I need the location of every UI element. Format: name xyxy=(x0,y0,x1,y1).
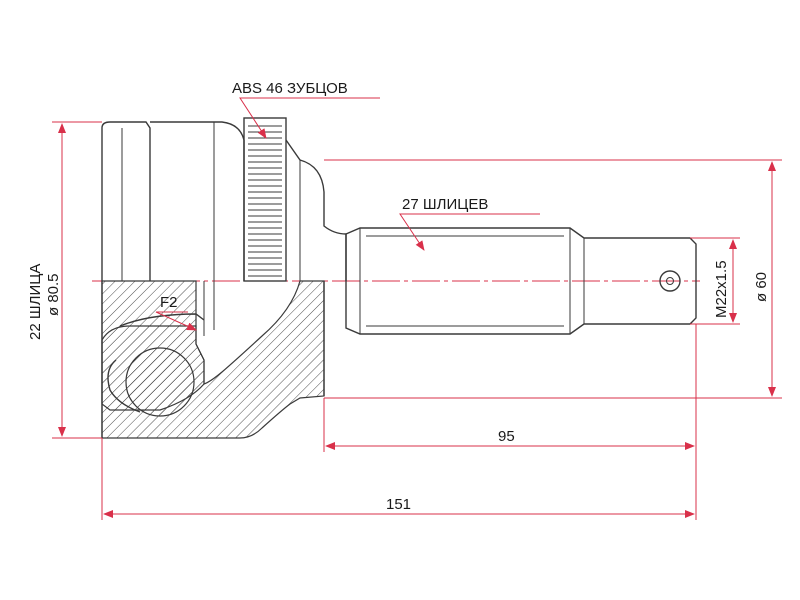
leader-splines-outer xyxy=(399,213,540,251)
cotter-pin-hole xyxy=(659,270,681,292)
joint-housing xyxy=(101,117,347,282)
label-shaft-diameter: ø 60 xyxy=(753,272,770,302)
leader-f2 xyxy=(155,311,197,331)
label-length-151: 151 xyxy=(386,496,411,513)
label-length-95: 95 xyxy=(498,428,515,445)
label-thread: M22x1.5 xyxy=(713,260,730,318)
abs-ring-teeth xyxy=(248,125,282,277)
cv-ball xyxy=(125,347,195,417)
stub-shaft xyxy=(345,227,697,335)
label-outer-diameter: ø 80.5 xyxy=(45,273,62,316)
label-feature-f2: F2 xyxy=(160,294,178,311)
leader-abs xyxy=(239,97,380,139)
housing-section xyxy=(101,280,325,439)
label-abs-teeth: ABS 46 ЗУБЦОВ xyxy=(232,80,348,97)
label-splines-inner: 22 ШЛИЦА xyxy=(27,264,44,340)
label-splines-outer: 27 ШЛИЦЕВ xyxy=(402,196,488,213)
